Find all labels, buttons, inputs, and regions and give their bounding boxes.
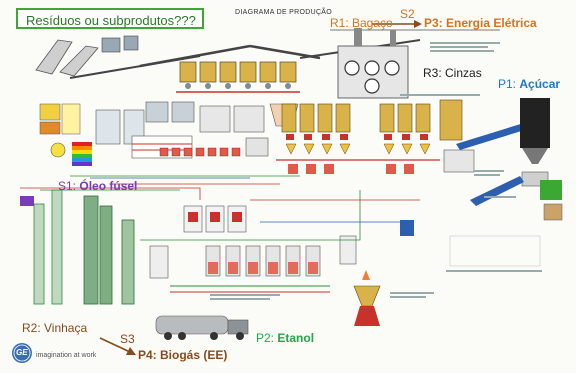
ge-logo-text: GE: [16, 349, 28, 357]
label-s1-name: Óleo fúsel: [79, 179, 137, 193]
ge-tagline: imagination at work: [36, 352, 96, 359]
label-s3: S3: [120, 333, 135, 345]
label-r3-cinzas: R3: Cinzas: [423, 67, 482, 79]
label-s1-oleo: S1: Óleo fúsel: [58, 180, 137, 192]
label-s1-prefix: S1:: [58, 179, 76, 193]
title-box-text: Resíduos ou subprodutos???: [26, 13, 196, 28]
label-r1-bagaco: R1: Bagaço: [330, 17, 393, 29]
diagram-title: DIAGRAMA DE PRODUÇÃO: [235, 9, 332, 16]
label-p2-prefix: P2:: [256, 331, 274, 345]
label-p3-energia: P3: Energia Elétrica: [424, 17, 537, 29]
label-p4-biogas: P4: Biogás (EE): [138, 349, 227, 361]
label-p2-etanol: P2: Etanol: [256, 332, 314, 344]
label-p1-name: Açúcar: [519, 77, 560, 91]
label-p2-name: Etanol: [277, 331, 314, 345]
title-box: Resíduos ou subprodutos???: [16, 8, 204, 29]
label-s2: S2: [400, 8, 415, 20]
rainbow-filter: [72, 142, 92, 166]
label-p1-acucar: P1: Açúcar: [498, 78, 560, 90]
label-p1-prefix: P1:: [498, 77, 516, 91]
label-r2-vinhaca: R2: Vinhaça: [22, 322, 87, 334]
